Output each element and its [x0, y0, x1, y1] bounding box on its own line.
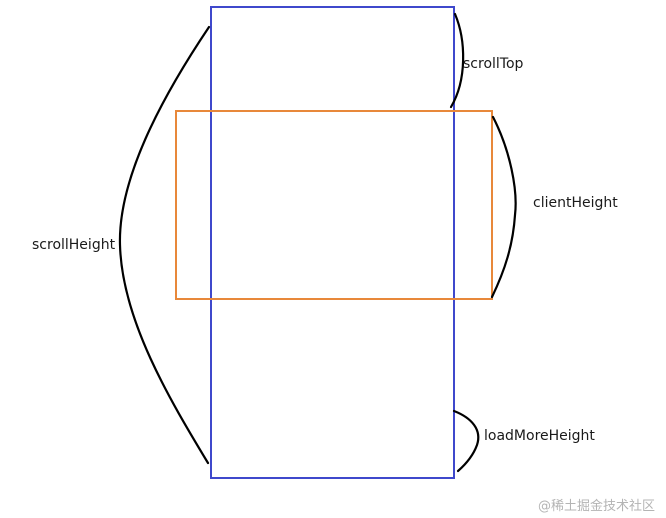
scroll-height-label: scrollHeight: [32, 237, 116, 253]
load-more-height-brace: [452, 409, 480, 473]
client-height-brace: [490, 115, 517, 299]
watermark: @稀土掘金技术社区: [538, 499, 656, 514]
client-height-label: clientHeight: [533, 195, 618, 211]
scroll-top-brace: [449, 12, 465, 109]
scroll-content-box: [210, 6, 455, 479]
scroll-height-brace: [118, 25, 211, 465]
client-viewport-box: [175, 110, 493, 300]
scroll-top-label: scrollTop: [463, 56, 524, 72]
load-more-height-label: loadMoreHeight: [484, 428, 595, 444]
